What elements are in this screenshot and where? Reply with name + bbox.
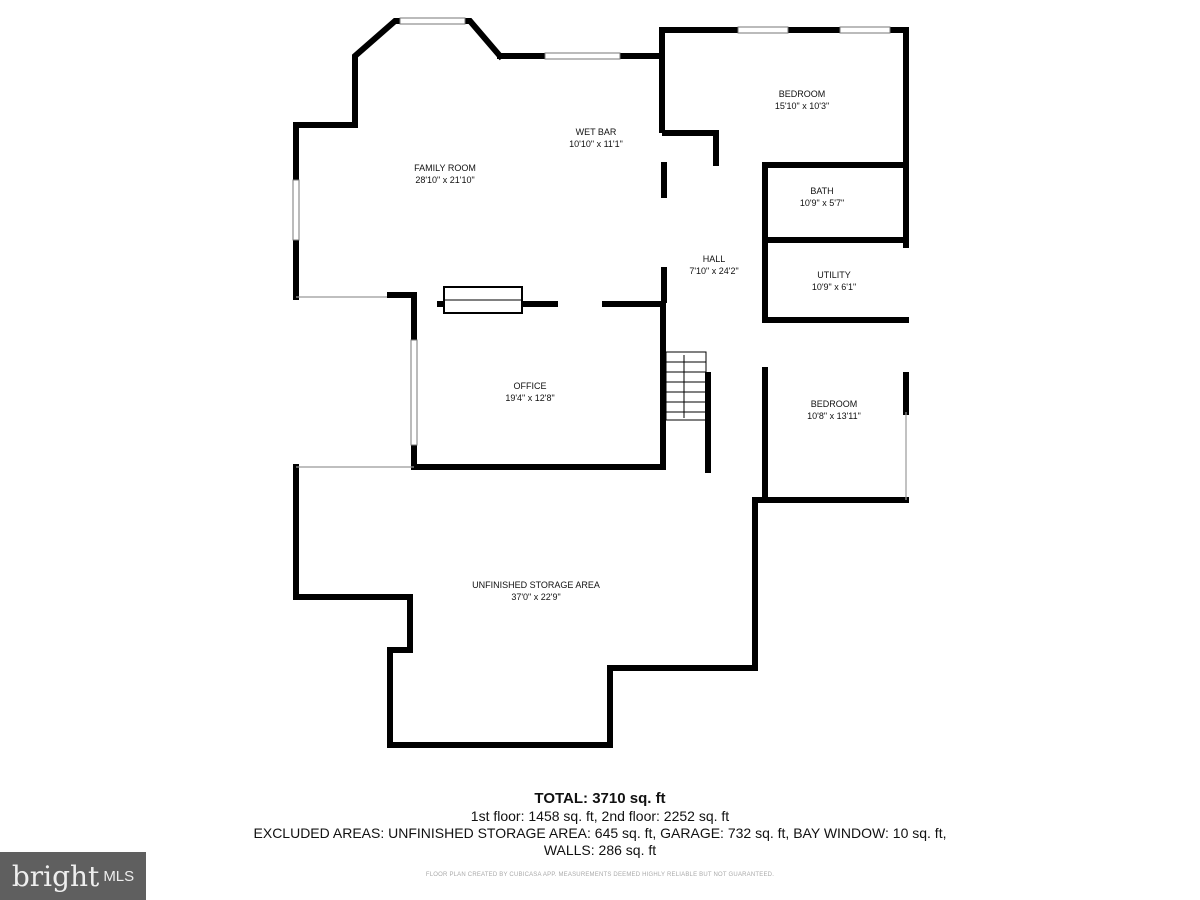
logo-brand: bright	[11, 859, 100, 893]
bright-mls-logo: bright MLS	[0, 852, 146, 900]
credit-text: FLOOR PLAN CREATED BY CUBICASA APP. MEAS…	[425, 872, 775, 878]
window	[544, 52, 621, 60]
wall-family-left	[293, 122, 358, 300]
wall-office-bottom	[411, 307, 666, 470]
wall-closet	[662, 130, 719, 166]
window	[410, 339, 418, 446]
walls-area: WALLS: 286 sq. ft	[543, 842, 657, 858]
window	[737, 26, 789, 34]
floor-plan	[292, 17, 909, 748]
total-area: TOTAL: 3710 sq. ft	[534, 790, 666, 807]
wall-office-left	[387, 292, 417, 470]
excluded-areas: EXCLUDED AREAS: UNFINISHED STORAGE AREA:…	[253, 825, 947, 841]
window	[399, 17, 466, 25]
wall-bay-window	[352, 18, 505, 128]
logo-suffix: MLS	[103, 867, 135, 885]
wall-storage	[293, 464, 909, 748]
window	[292, 179, 300, 241]
stairs-icon	[665, 351, 707, 421]
floor-areas: 1st floor: 1458 sq. ft, 2nd floor: 2252 …	[470, 808, 730, 824]
window	[839, 26, 891, 34]
